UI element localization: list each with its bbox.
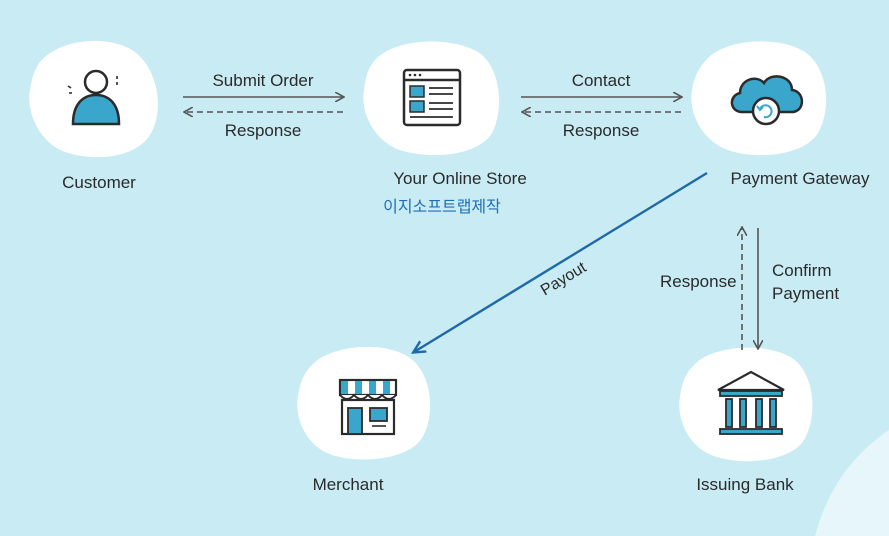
submit-order-label: Submit Order <box>212 71 314 90</box>
payout-arrow <box>414 171 708 352</box>
response-label-3: Response <box>660 272 737 291</box>
cloud-sync-icon <box>730 75 804 126</box>
store-label: Your Online Store <box>393 169 527 188</box>
gateway-label: Payment Gateway <box>730 169 870 188</box>
customer-label: Customer <box>62 173 136 192</box>
contact-label: Contact <box>571 71 631 90</box>
store-sublabel: 이지소프트랩제작 <box>383 199 501 216</box>
payment-label: Payment <box>772 284 840 303</box>
customer-icon <box>67 69 121 126</box>
payout-label: Payout <box>538 259 590 300</box>
browser-window-icon <box>402 68 462 127</box>
confirm-label: Confirm <box>772 261 832 280</box>
merchant-label: Merchant <box>312 475 384 494</box>
bank-building-icon <box>717 370 785 435</box>
bank-label: Issuing Bank <box>696 475 794 494</box>
response-label-1: Response <box>224 121 302 140</box>
response-label-2: Response <box>562 121 640 140</box>
storefront-icon <box>338 378 398 436</box>
corner-decoration <box>815 430 889 536</box>
